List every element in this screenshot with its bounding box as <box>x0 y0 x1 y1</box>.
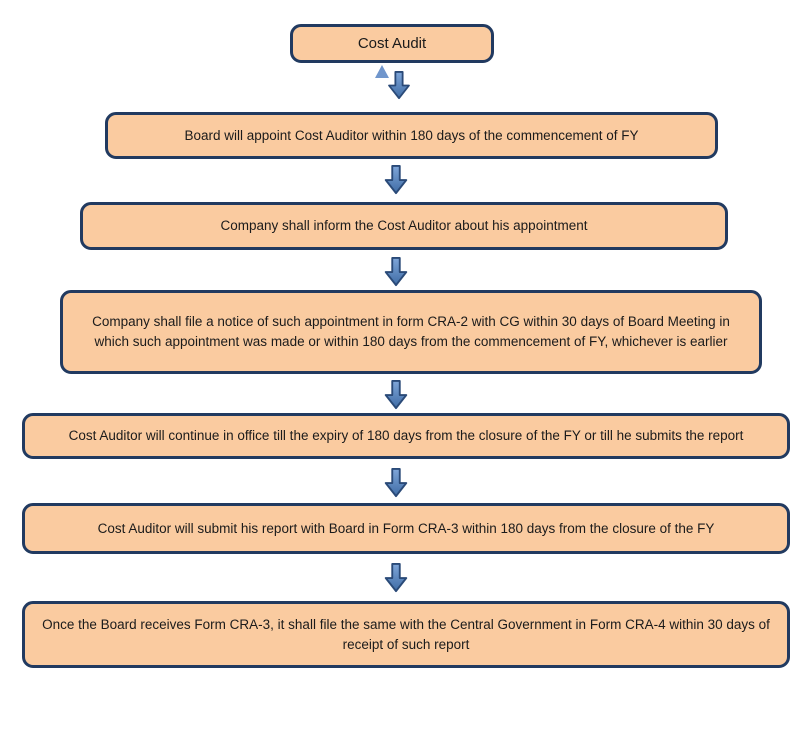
flow-node-label: Company shall inform the Cost Auditor ab… <box>220 218 588 234</box>
down-arrow-icon <box>384 380 408 410</box>
flow-node-label: Cost Auditor will submit his report with… <box>97 520 715 536</box>
down-arrow-icon <box>384 257 408 287</box>
flow-node-label: Cost Auditor will continue in office til… <box>68 428 744 444</box>
flow-node-submit-report-cra3: Cost Auditor will submit his report with… <box>22 503 790 554</box>
flow-node-label: Once the Board receives Form CRA-3, it s… <box>42 616 770 652</box>
flow-node-board-appoints-auditor: Board will appoint Cost Auditor within 1… <box>105 112 718 159</box>
flow-node-label: Cost Audit <box>357 34 427 52</box>
flow-node-label: Board will appoint Cost Auditor within 1… <box>184 127 639 143</box>
flow-node-file-with-government-cra4: Once the Board receives Form CRA-3, it s… <box>22 601 790 668</box>
flow-node-label: Company shall file a notice of such appo… <box>92 314 730 349</box>
flow-node-company-informs-auditor: Company shall inform the Cost Auditor ab… <box>80 202 728 250</box>
down-arrow-icon <box>384 468 408 498</box>
small-up-triangle-icon <box>375 65 389 78</box>
down-arrow-icon <box>384 165 408 195</box>
flow-node-file-notice-cra2: Company shall file a notice of such appo… <box>60 290 762 374</box>
down-arrow-icon <box>388 71 410 100</box>
flow-node-auditor-continues-office: Cost Auditor will continue in office til… <box>22 413 790 459</box>
flow-node-cost-audit: Cost Audit <box>290 24 494 63</box>
down-arrow-icon <box>384 563 408 593</box>
